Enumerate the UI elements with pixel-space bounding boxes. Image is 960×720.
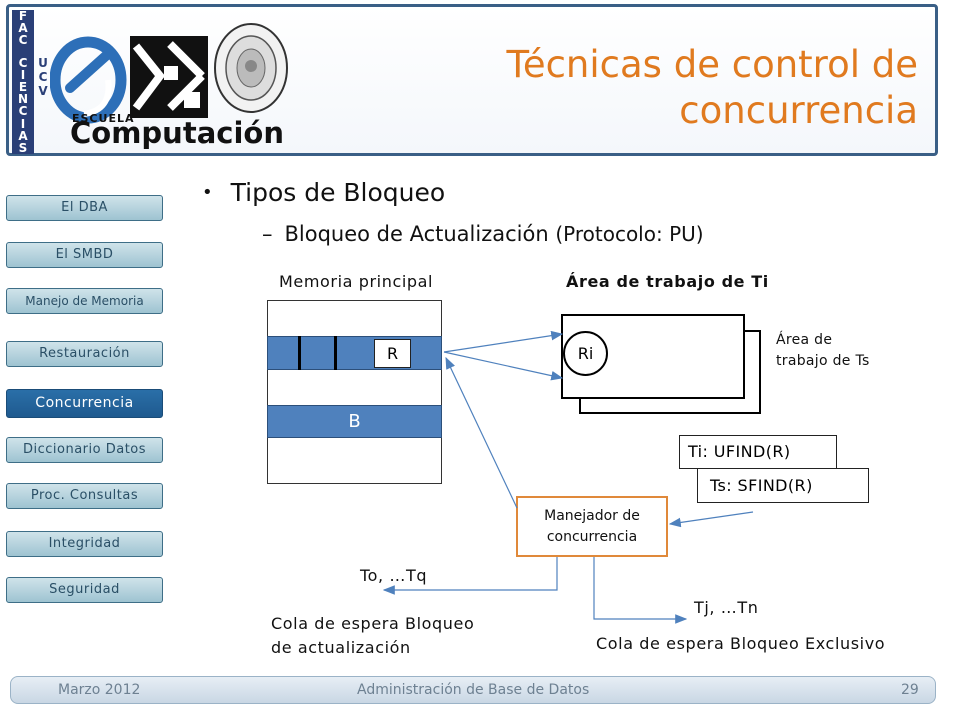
sidebar-item-integridad[interactable]: Integridad bbox=[6, 531, 163, 557]
arrow-manager-to-r bbox=[445, 356, 518, 509]
concurrency-manager-box: Manejador de concurrencia bbox=[516, 496, 668, 557]
exclusive-queue-label: Cola de espera Bloqueo Exclusivo bbox=[596, 634, 886, 653]
footer-bar: Marzo 2012 Administración de Base de Dat… bbox=[10, 676, 936, 704]
computacion-logo-text: Computación bbox=[70, 116, 284, 150]
strip-letter: E bbox=[18, 80, 28, 95]
ucv-letter: C bbox=[38, 70, 48, 84]
sidebar-item-el-smbd[interactable]: El SMBD bbox=[6, 242, 163, 268]
area-trabajo-ti-label: Área de trabajo de Ti bbox=[566, 272, 769, 291]
escuela-glyph-icon bbox=[130, 36, 208, 118]
sidebar-item-restauracion[interactable]: Restauración bbox=[6, 341, 163, 367]
ucv-letter: V bbox=[38, 84, 48, 98]
area-ts-label: Área de trabajo de Ts bbox=[776, 330, 870, 372]
title-line-1: Técnicas de control de bbox=[506, 43, 918, 86]
memory-divider bbox=[298, 336, 301, 370]
update-queue-line-1: Cola de espera Bloqueo bbox=[271, 614, 475, 633]
memory-row-r bbox=[267, 336, 442, 370]
arrow-r-to-ti bbox=[443, 330, 564, 353]
sidebar-item-el-dba[interactable]: El DBA bbox=[6, 195, 163, 221]
arrow-r-to-ts bbox=[443, 351, 564, 381]
strip-letter: A bbox=[18, 128, 28, 143]
strip-letter: I bbox=[20, 67, 26, 82]
facultad-strip: F A C C I E N C I A S bbox=[12, 10, 34, 154]
strip-letter: I bbox=[20, 116, 26, 131]
main-memory-block bbox=[267, 300, 442, 484]
bullet-text: Tipos de Bloqueo bbox=[230, 178, 446, 207]
ri-circle: Ri bbox=[563, 331, 608, 376]
strip-letter: C bbox=[18, 55, 28, 70]
manager-line-1: Manejador de bbox=[544, 508, 640, 524]
strip-letter: S bbox=[18, 141, 28, 156]
footer-course: Administración de Base de Datos bbox=[357, 682, 590, 698]
arrow-to-exclusive-queue bbox=[593, 557, 688, 624]
sidebar-item-seguridad[interactable]: Seguridad bbox=[6, 577, 163, 603]
bullet-heading: • Tipos de Bloqueo bbox=[202, 178, 445, 207]
strip-letter: A bbox=[18, 21, 28, 36]
strip-letter: C bbox=[18, 104, 28, 119]
area-ts-line-1: Área de bbox=[776, 332, 833, 348]
ucv-letters: U C V bbox=[36, 56, 50, 98]
record-r-box: R bbox=[374, 339, 411, 368]
sub-paren-text: (Protocolo: PU) bbox=[555, 222, 704, 246]
update-queue-line-2: de actualización bbox=[271, 638, 411, 657]
strip-letter: N bbox=[17, 92, 29, 107]
sidebar-item-concurrencia[interactable]: Concurrencia bbox=[6, 389, 163, 418]
footer-page-number: 29 bbox=[901, 682, 919, 698]
tj-tn-label: Tj, …Tn bbox=[694, 598, 759, 617]
strip-letter: C bbox=[18, 33, 28, 48]
memory-row-b: B bbox=[267, 405, 442, 438]
page-title: Técnicas de control de concurrencia bbox=[470, 42, 918, 134]
sub-main-text: Bloqueo de Actualización bbox=[284, 222, 549, 246]
escuela-label: ESCUELA bbox=[72, 112, 135, 125]
sidebar-item-proc-consultas[interactable]: Proc. Consultas bbox=[6, 483, 163, 509]
strip-letter: F bbox=[18, 9, 28, 23]
ucv-letter: U bbox=[38, 56, 48, 70]
to-tq-label: To, …Tq bbox=[360, 566, 428, 585]
bullet-dot: • bbox=[202, 182, 213, 203]
manager-line-2: concurrencia bbox=[546, 529, 638, 545]
arrow-requests-to-manager bbox=[668, 511, 754, 528]
update-queue-label: Cola de espera Bloqueo de actualización bbox=[271, 612, 474, 660]
e-logo-icon bbox=[50, 36, 127, 124]
memoria-principal-label: Memoria principal bbox=[279, 272, 434, 291]
memory-divider bbox=[334, 336, 337, 370]
area-ts-line-2: trabajo de Ts bbox=[776, 353, 870, 369]
arrow-to-update-queue bbox=[382, 557, 558, 595]
sidebar-item-manejo-memoria[interactable]: Manejo de Memoria bbox=[6, 288, 163, 314]
sub-dash: – bbox=[262, 222, 273, 246]
sidebar-item-diccionario-datos[interactable]: Diccionario Datos bbox=[6, 437, 163, 463]
university-seal-icon bbox=[214, 23, 288, 113]
footer-date: Marzo 2012 bbox=[58, 682, 141, 698]
ti-ufind-box: Ti: UFIND(R) bbox=[679, 435, 837, 469]
sub-bullet: –Bloqueo de Actualización (Protocolo: PU… bbox=[262, 222, 704, 246]
title-line-2: concurrencia bbox=[679, 89, 918, 132]
